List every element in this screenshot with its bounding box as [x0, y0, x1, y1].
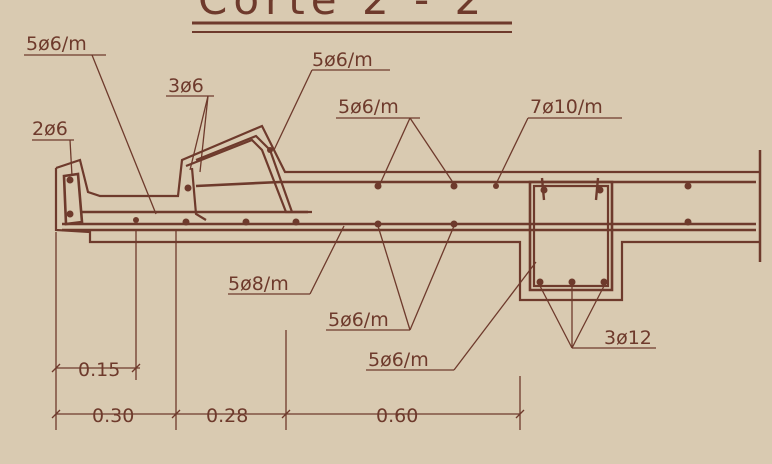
label-2o6: 2ø6: [32, 118, 68, 140]
label-5o6m-top: 5ø6/m: [312, 49, 373, 71]
beam-stirrups: [528, 177, 614, 292]
label-5o6m-beam: 5ø6/m: [368, 349, 429, 371]
edge-stirrups: [62, 134, 312, 226]
label-5o6m-left: 5ø6/m: [26, 33, 87, 55]
label-5o8m: 5ø8/m: [228, 273, 289, 295]
leader-lines: [24, 54, 656, 371]
bar-dots: [66, 147, 692, 286]
slab-top-bars: [195, 180, 756, 188]
label-5o6m-mid: 5ø6/m: [338, 96, 399, 118]
label-7o10m: 7ø10/m: [530, 96, 603, 118]
dim-0-28: 0.28: [206, 405, 248, 427]
dim-0-60: 0.60: [376, 405, 418, 427]
label-5o6m-bottom: 5ø6/m: [328, 309, 389, 331]
dim-0-30: 0.30: [92, 405, 134, 427]
dim-0-15: 0.15: [78, 359, 120, 381]
label-3o6: 3ø6: [168, 75, 204, 97]
dimension-lines: [51, 230, 525, 430]
drawing-title: Corte 2 - 2: [198, 0, 487, 24]
label-3o12: 3ø12: [604, 327, 652, 349]
slab-bottom-bars: [62, 210, 756, 232]
